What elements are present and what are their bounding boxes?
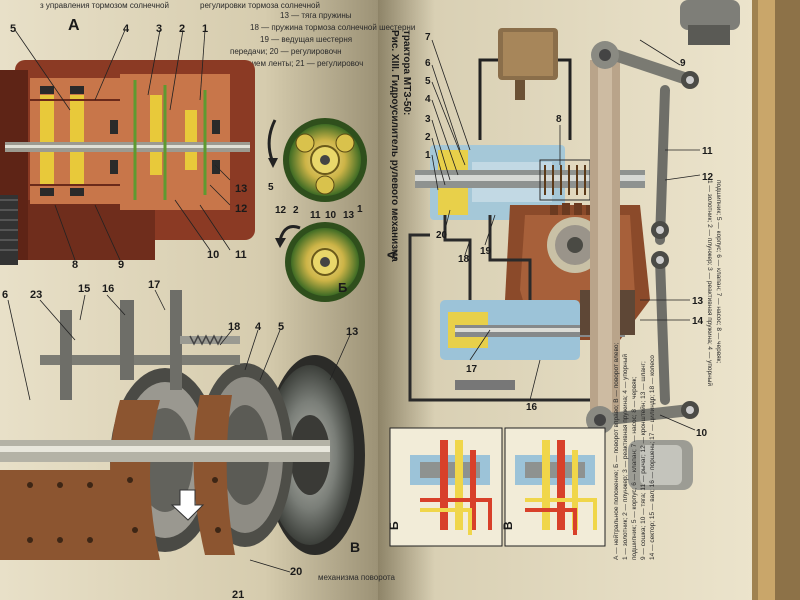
diagram-v xyxy=(504,427,606,547)
svg-text:1 — золотник; 2 — плунжер; 3 —: 1 — золотник; 2 — плунжер; 3 — реактивна… xyxy=(621,354,629,560)
svg-text:12: 12 xyxy=(235,203,247,215)
svg-text:16: 16 xyxy=(526,402,538,413)
svg-text:10: 10 xyxy=(325,210,337,221)
svg-text:20: 20 xyxy=(290,566,302,578)
svg-text:11: 11 xyxy=(310,210,321,221)
left-bottom-caption: механизма поворота xyxy=(318,573,396,582)
right-callouts-center: 8 9 11 12 13 14 10 xyxy=(556,58,714,439)
svg-text:трактора МТЗ-50:: трактора МТЗ-50: xyxy=(401,30,412,115)
svg-text:14: 14 xyxy=(692,316,704,327)
svg-text:18: 18 xyxy=(228,321,240,333)
svg-text:13: 13 xyxy=(692,296,704,307)
figure-letter-a-left: А xyxy=(68,17,80,34)
svg-text:подшипник; 5 — корпус; 6 — кла: подшипник; 5 — корпус; 6 — клапан; 7 — н… xyxy=(631,377,638,560)
right-legend: А — нейтральное положение; Б — поворот в… xyxy=(612,343,656,560)
svg-text:4: 4 xyxy=(425,94,431,105)
figure-letter-v-right: В xyxy=(501,521,515,530)
svg-text:12: 12 xyxy=(702,172,714,183)
svg-text:7: 7 xyxy=(425,32,431,43)
svg-text:з управления тормозом солнечно: з управления тормозом солнечной xyxy=(40,1,169,10)
right-leader-lines xyxy=(431,39,701,431)
svg-text:5: 5 xyxy=(278,321,284,333)
planetary-housing xyxy=(0,60,255,265)
bottom-leader-lines xyxy=(7,289,351,573)
svg-text:1: 1 xyxy=(357,204,363,215)
planetary-gear-bottom xyxy=(285,222,365,302)
svg-text:5: 5 xyxy=(10,23,16,35)
svg-text:2: 2 xyxy=(293,205,299,216)
svg-text:2: 2 xyxy=(425,132,431,143)
gear-callouts: 5 12 2 11 10 13 1 xyxy=(268,182,363,221)
svg-text:13: 13 xyxy=(346,326,358,338)
figure-letter-b-right: Б xyxy=(387,521,401,530)
svg-text:1: 1 xyxy=(425,150,431,161)
rotation-arrow-icon xyxy=(278,225,301,241)
figure-letter-v-left: В xyxy=(350,539,360,555)
svg-text:5: 5 xyxy=(268,182,274,193)
svg-text:13: 13 xyxy=(235,183,247,195)
bottom-callouts: 6 23 15 16 17 18 4 5 13 20 21 xyxy=(2,279,358,600)
diagram-b xyxy=(389,427,503,547)
svg-text:23: 23 xyxy=(30,289,42,301)
svg-text:9: 9 xyxy=(118,259,124,271)
svg-text:6: 6 xyxy=(425,58,431,69)
svg-text:1: 1 xyxy=(202,23,208,35)
svg-text:3: 3 xyxy=(156,23,162,35)
svg-text:17: 17 xyxy=(148,279,160,291)
rotation-arrow-icon xyxy=(267,119,277,161)
svg-text:13: 13 xyxy=(343,210,355,221)
svg-text:18: 18 xyxy=(458,254,470,265)
planetary-gear-top xyxy=(283,118,367,202)
hydraulic-pump xyxy=(478,28,572,140)
svg-text:19 — ведущая шестерня: 19 — ведущая шестерня xyxy=(260,35,352,44)
top-leader-lines xyxy=(14,29,231,261)
svg-text:13 — тяга пружины: 13 — тяга пружины xyxy=(280,11,352,20)
right-top-caption: 1 — золотник; 2 — плунжер; 3 — реактивна… xyxy=(706,180,722,386)
svg-text:6: 6 xyxy=(2,289,8,301)
svg-text:19: 19 xyxy=(480,246,492,257)
svg-text:10: 10 xyxy=(696,428,708,439)
svg-text:4: 4 xyxy=(123,23,130,35)
svg-text:9: 9 xyxy=(680,58,686,69)
svg-text:5: 5 xyxy=(425,76,431,87)
svg-text:14 — сектор; 15 — вал; 16 — по: 14 — сектор; 15 — вал; 16 — поршень; 17 … xyxy=(649,355,656,560)
svg-text:11: 11 xyxy=(702,146,713,157)
figure-letter-a-right: А xyxy=(384,250,400,260)
svg-text:12: 12 xyxy=(275,205,287,216)
svg-text:20: 20 xyxy=(436,230,448,241)
svg-text:8: 8 xyxy=(556,114,562,125)
top-callouts: 5 4 3 2 1 13 12 11 10 9 8 xyxy=(10,23,247,271)
svg-text:Рис. XIII. Гидроусилитель руле: Рис. XIII. Гидроусилитель рулевого механ… xyxy=(389,30,400,262)
svg-text:11: 11 xyxy=(235,249,247,261)
left-top-caption: з управления тормозом солнечной регулиро… xyxy=(40,1,415,68)
svg-text:18 — пружина тормоза солнечной: 18 — пружина тормоза солнечной шестерни xyxy=(250,23,415,32)
svg-text:8: 8 xyxy=(72,259,78,271)
svg-text:1 — золотник; 2 — плунжер; 3 —: 1 — золотник; 2 — плунжер; 3 — реактивна… xyxy=(706,180,714,386)
right-title: Рис. XIII. Гидроусилитель рулевого механ… xyxy=(389,30,412,262)
svg-text:9 — сошка; 10 — тяга; 11 — рыч: 9 — сошка; 10 — тяга; 11 — рычаг; 12 — к… xyxy=(639,361,647,560)
figure-letter-b-left: Б xyxy=(338,280,347,295)
svg-text:передачи; 20 — регулировочн: передачи; 20 — регулировочн xyxy=(230,47,342,56)
svg-text:4: 4 xyxy=(255,321,262,333)
steering-linkage xyxy=(586,0,740,490)
brake-assembly xyxy=(0,290,365,560)
svg-text:16: 16 xyxy=(102,283,114,295)
svg-text:17: 17 xyxy=(466,364,478,375)
svg-text:А — нейтральное положение; Б —: А — нейтральное положение; Б — поворот в… xyxy=(612,343,620,560)
svg-text:3: 3 xyxy=(425,114,431,125)
svg-text:2: 2 xyxy=(179,23,185,35)
svg-text:21: 21 xyxy=(232,589,244,600)
svg-text:висанием ленты; 21 — регулиров: висанием ленты; 21 — регулировоч xyxy=(230,59,363,68)
svg-text:10: 10 xyxy=(207,249,219,261)
svg-text:регулировки тормоза солнечной: регулировки тормоза солнечной xyxy=(200,1,320,10)
svg-text:15: 15 xyxy=(78,283,90,295)
svg-text:подшипник; 5 — корпус; 6 — кла: подшипник; 5 — корпус; 6 — клапан; 7 — н… xyxy=(715,180,722,363)
right-callouts-left: 7 6 5 4 3 2 1 20 19 18 17 16 xyxy=(425,32,538,413)
